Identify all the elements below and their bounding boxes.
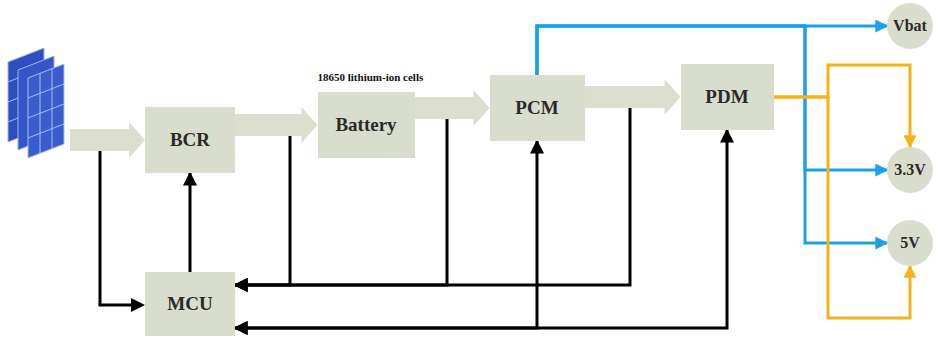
power-flow-arrow <box>585 79 681 115</box>
power-flow-arrow <box>415 90 490 126</box>
power-line <box>537 26 887 243</box>
power-line <box>537 26 887 170</box>
node-label: Vbat <box>893 17 927 35</box>
sense-wire <box>99 140 102 305</box>
output-circle: 5V <box>887 220 933 266</box>
node-label: 3.3V <box>894 161 926 179</box>
node-label: MCU <box>167 293 212 315</box>
heading-label: 18650 lithium-ion cells <box>318 71 424 83</box>
signal-wire <box>235 108 447 285</box>
signal-wire <box>235 130 727 328</box>
signal-wire <box>189 173 192 272</box>
sense-wire <box>99 304 133 307</box>
power-flow-arrow <box>70 122 145 158</box>
node-label: Battery <box>335 114 396 136</box>
output-circle: Vbat <box>887 3 933 49</box>
output-circle: 3.3V <box>887 147 933 193</box>
panel-grid <box>8 68 64 153</box>
power-line <box>774 65 911 147</box>
panel-sheet <box>28 64 64 158</box>
circle-shape <box>887 220 933 266</box>
process-box: BCR <box>145 107 235 173</box>
node-label: 5V <box>900 234 920 252</box>
circle-shape <box>887 3 933 49</box>
node-label: PCM <box>515 97 558 119</box>
circle-shape <box>887 147 933 193</box>
controller-box: MCU <box>145 272 235 336</box>
node-label: BCR <box>170 129 210 151</box>
process-box: 18650 lithium-ion cellsBattery <box>318 92 415 158</box>
node-label: PDM <box>705 86 748 108</box>
arrow-head <box>131 298 145 312</box>
process-box: PDM <box>681 64 774 130</box>
signal-wire <box>235 141 537 328</box>
signal-wire <box>235 125 290 285</box>
power-flow-arrow <box>235 107 318 143</box>
solar-panel <box>8 48 64 158</box>
power-line <box>774 97 911 318</box>
process-box: PCM <box>490 75 585 141</box>
